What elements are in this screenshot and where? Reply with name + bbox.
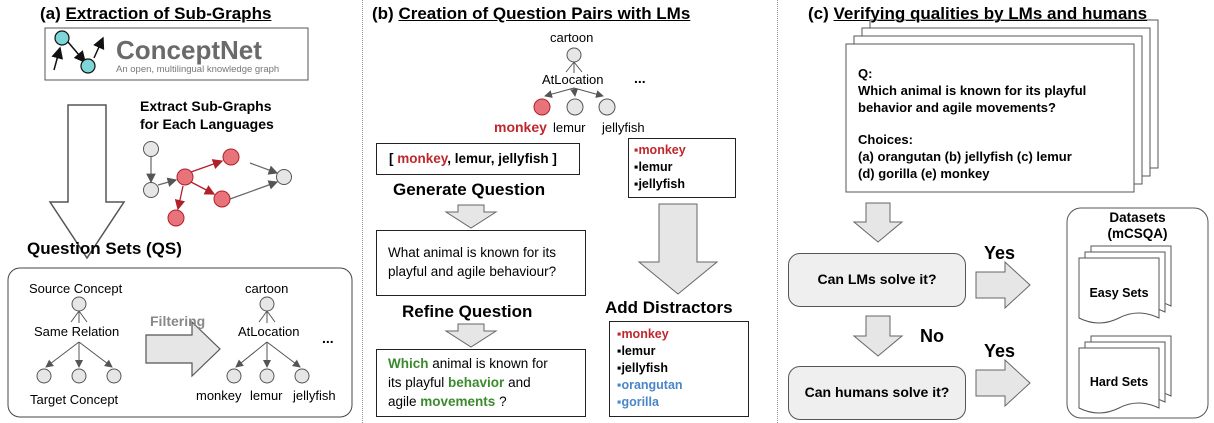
same-relation-label: Same Relation <box>34 324 120 339</box>
conceptnet-node-icon <box>80 58 96 74</box>
q-label: Q: <box>858 66 873 81</box>
filtering-arrow-icon <box>145 320 221 378</box>
generated-question-box: What animal is known for its playful and… <box>376 230 586 296</box>
conceptnet-tagline: An open, multilingual knowledge graph <box>116 64 280 75</box>
question-card <box>845 43 1135 193</box>
target-monkey: monkey <box>494 119 547 135</box>
can-lms-box: Can LMs solve it? <box>788 253 966 307</box>
hard-sets-label: Hard Sets <box>1089 375 1149 389</box>
hard-sets-document <box>1078 347 1160 414</box>
conceptnet-name: ConceptNet <box>116 35 262 65</box>
choices-label: Choices: <box>858 132 913 147</box>
answer-list-box: ▪monkey ▪lemur ▪jellyfish <box>628 138 736 198</box>
no-label: No <box>920 326 944 346</box>
right-arrow-icon <box>975 260 1031 310</box>
down-arrow-icon <box>444 204 498 229</box>
atlocation-label: AtLocation <box>542 72 604 87</box>
easy-sets-document <box>1078 257 1160 324</box>
target-concept-label: Target Concept <box>30 392 119 407</box>
down-arrow-icon <box>852 315 904 357</box>
panel-c-title: (c) Verifying qualities by LMs and human… <box>808 4 1148 23</box>
refine-question-label: Refine Question <box>402 302 533 321</box>
yes-label: Yes <box>984 341 1016 361</box>
conceptnet-node-icon <box>54 30 70 46</box>
panel-divider <box>777 0 778 423</box>
right-arrow-icon <box>975 358 1031 408</box>
choices-line-1: (a) orangutan (b) jellyfish (c) lemur <box>858 149 1072 164</box>
refined-question-box: Which animal is known for its playful be… <box>376 349 586 417</box>
extract-label-2: for Each Languages <box>140 116 274 132</box>
ellipsis: ... <box>322 330 334 346</box>
atlocation-label: AtLocation <box>238 324 300 339</box>
yes-label: Yes <box>984 243 1016 263</box>
down-arrow-icon <box>48 104 126 260</box>
down-arrow-icon <box>852 202 904 243</box>
down-arrow-icon <box>444 323 498 348</box>
panel-a-title: (a) Extraction of Sub-Graphs <box>40 4 272 23</box>
target-jellyfish: jellyfish <box>602 120 645 135</box>
choices-line-2: (d) gorilla (e) monkey <box>858 166 990 181</box>
q-text-2: behavior and agile movements? <box>858 100 1056 115</box>
can-humans-box: Can humans solve it? <box>788 366 966 420</box>
distractor-list-box: ▪monkey ▪lemur ▪jellyfish ▪orangutan ▪go… <box>609 321 749 417</box>
cartoon-label: cartoon <box>245 281 289 296</box>
filtering-label: Filtering <box>150 313 206 329</box>
target-monkey: monkey <box>196 388 242 403</box>
down-arrow-icon <box>637 203 719 295</box>
q-text-1: Which animal is known for its playful <box>858 83 1087 98</box>
generate-question-label: Generate Question <box>393 180 546 199</box>
panel-b-title: (b) Creation of Question Pairs with LMs <box>372 4 691 23</box>
panel-divider <box>362 0 363 423</box>
target-jellyfish: jellyfish <box>293 388 336 403</box>
datasets-label-2: (mCSQA) <box>1107 226 1168 241</box>
question-sets-label: Question Sets (QS) <box>27 239 182 258</box>
extract-label-1: Extract Sub-Graphs <box>140 98 272 114</box>
candidate-list-box: [ monkey, lemur, jellyfish ] <box>376 143 580 175</box>
cartoon-label: cartoon <box>550 30 594 45</box>
target-lemur: lemur <box>553 120 586 135</box>
easy-sets-label: Easy Sets <box>1089 286 1149 300</box>
datasets-label-1: Datasets <box>1109 210 1166 225</box>
add-distractors-label: Add Distractors <box>605 298 733 317</box>
ellipsis: ... <box>634 70 646 86</box>
source-concept-label: Source Concept <box>29 281 123 296</box>
target-lemur: lemur <box>250 388 283 403</box>
